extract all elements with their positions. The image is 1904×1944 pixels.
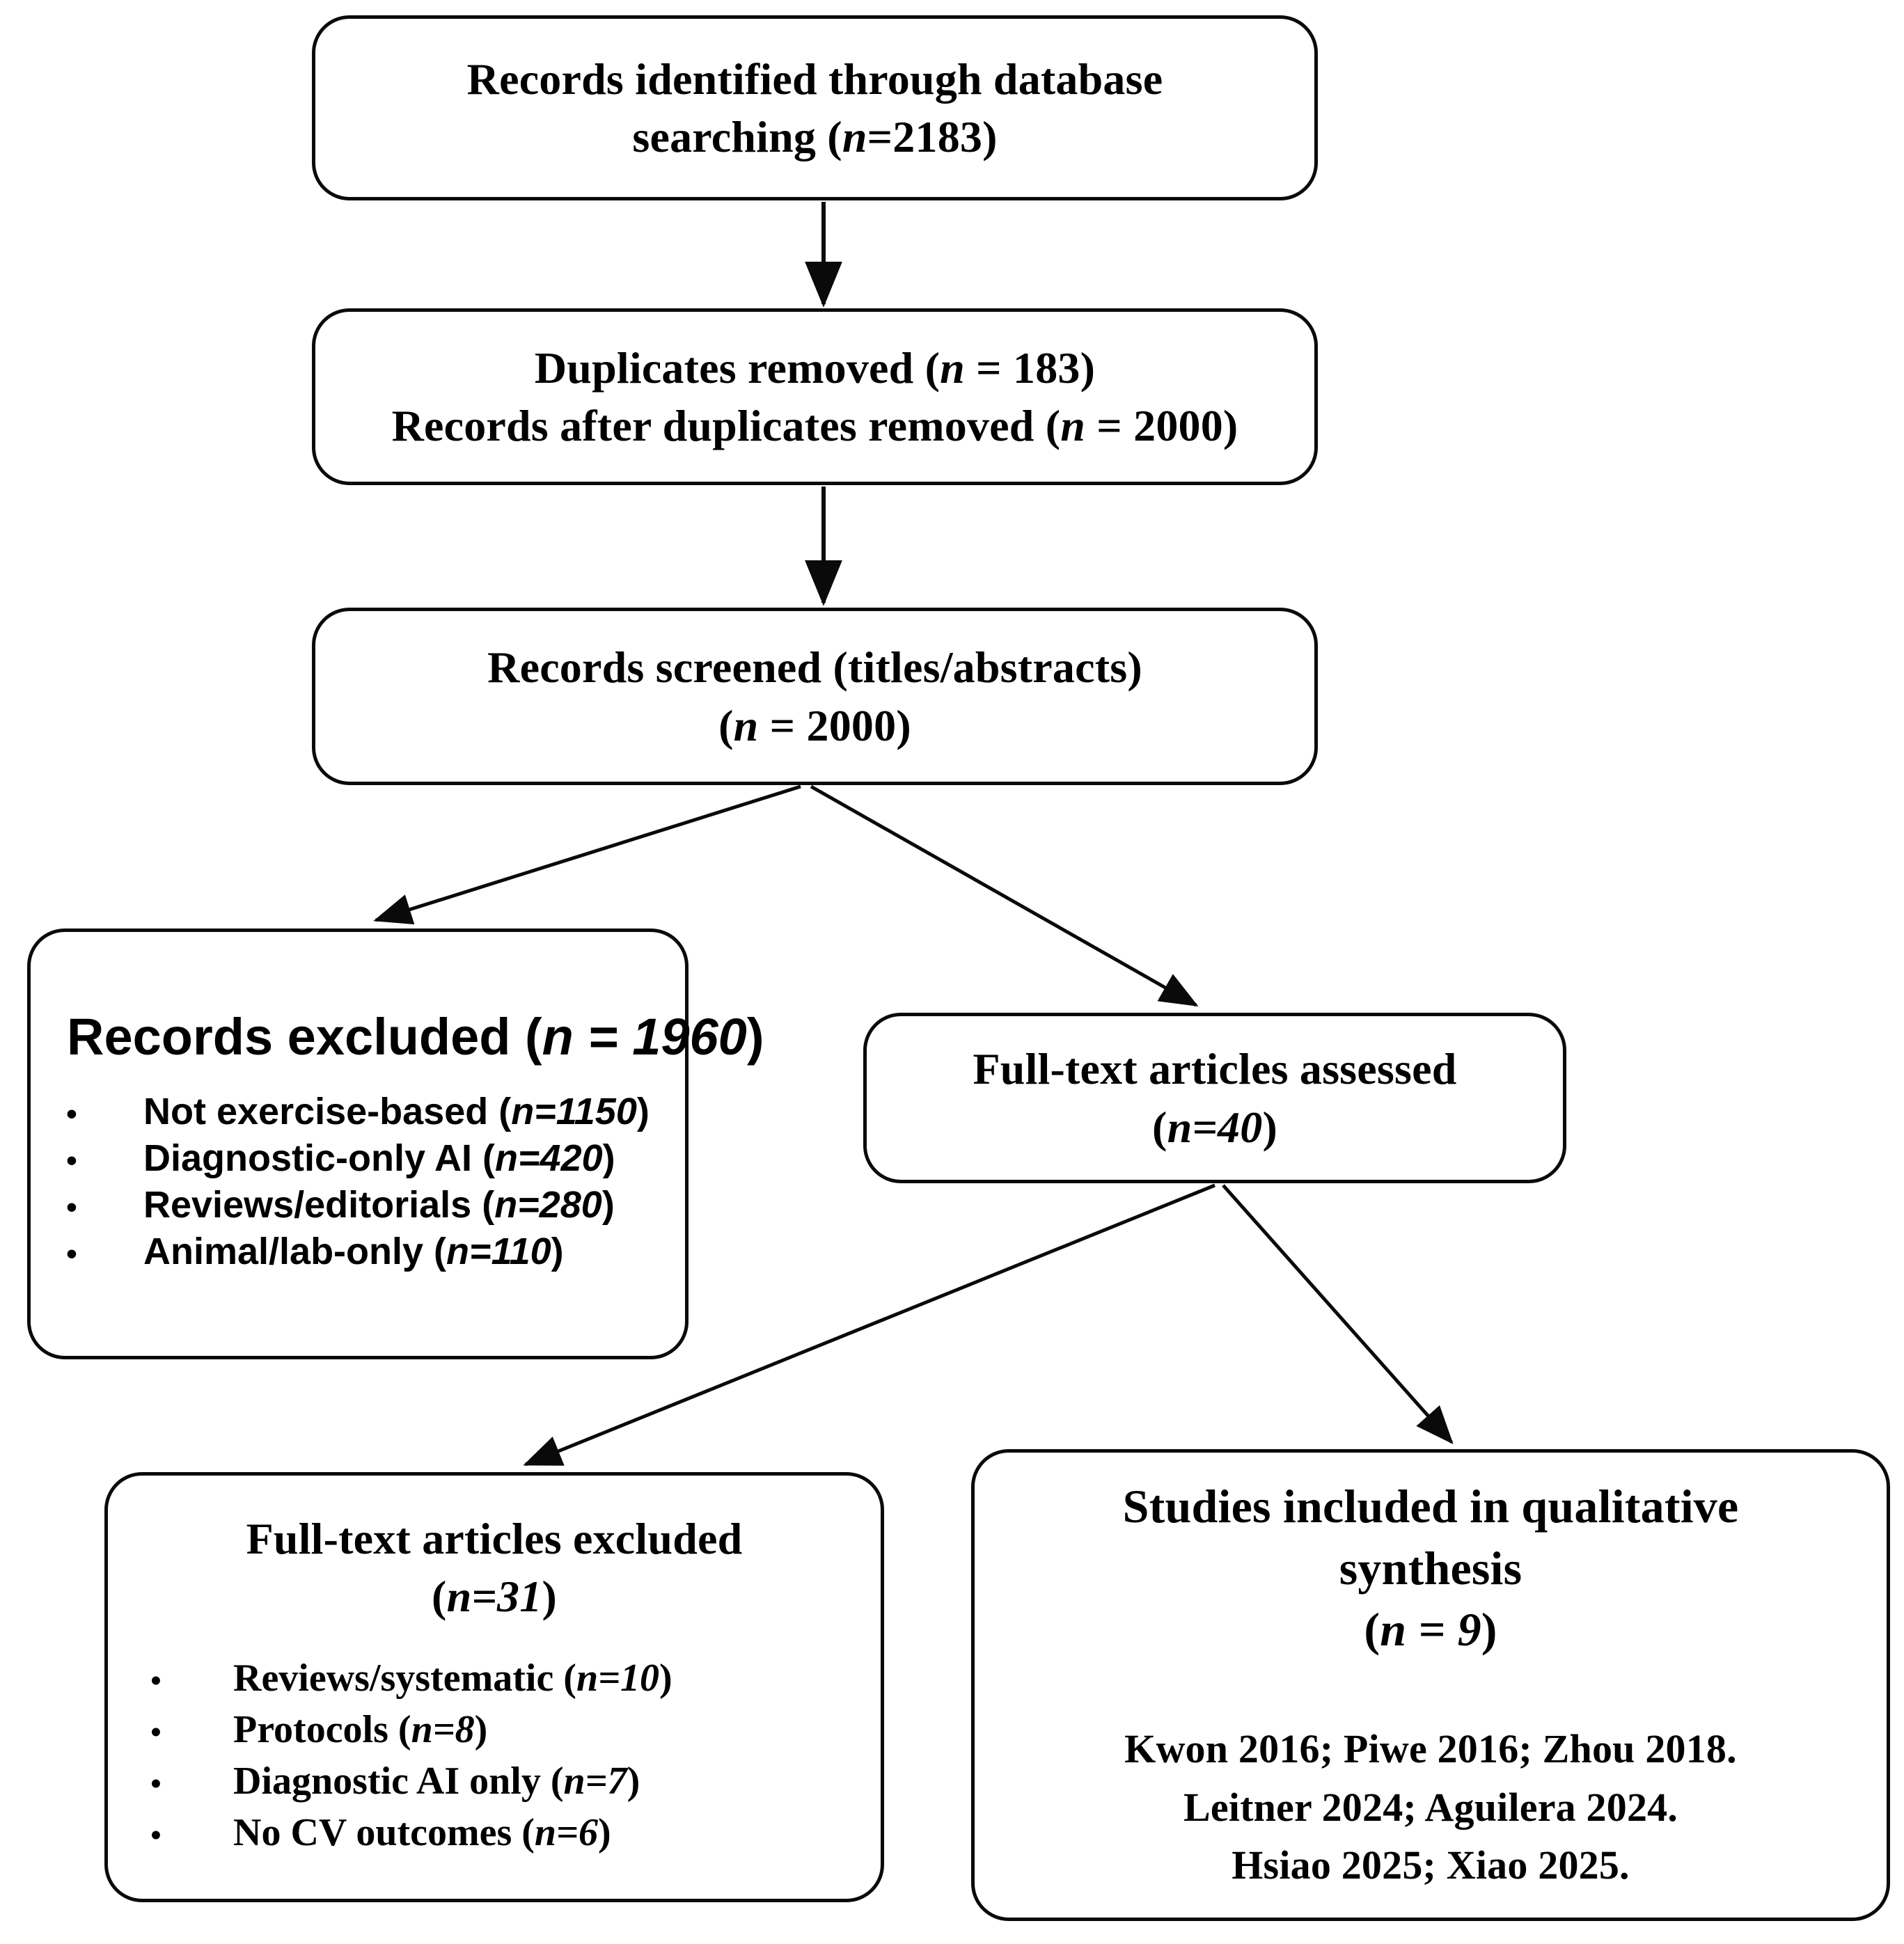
list-item: • No CV outcomes (n=6): [108, 1813, 881, 1852]
line-suffix: =2183): [867, 112, 998, 161]
node-line: (n=40): [867, 1098, 1563, 1156]
node-fulltext-articles-excluded: Full-text articles excluded (n=31) • Revi…: [104, 1472, 884, 1902]
list-item: • Protocols (n=8): [108, 1710, 881, 1749]
list-item-label: Protocols (: [233, 1708, 411, 1752]
list-item-suffix: ): [551, 1230, 564, 1272]
line-suffix: = 183): [964, 342, 1096, 393]
list-item-suffix: ): [601, 1183, 615, 1226]
node-line: searching (n=2183): [315, 108, 1314, 166]
line-prefix: Duplicates removed (: [534, 342, 941, 393]
list-item: • Reviews/editorials (n=280): [31, 1186, 685, 1224]
bullet-icon: •: [150, 1715, 162, 1750]
line-prefix: (: [1152, 1102, 1167, 1152]
list-item-label: Diagnostic-only AI (: [143, 1137, 496, 1179]
list-item-count: n=7: [563, 1760, 627, 1803]
node-line: (n = 9): [975, 1599, 1887, 1660]
node-records-screened: Records screened (titles/abstracts) (n =…: [312, 608, 1318, 785]
bullet-icon: •: [150, 1818, 162, 1853]
heading-suffix: ): [746, 1008, 764, 1066]
n-symbol: n: [940, 342, 965, 393]
reference-line: Hsiao 2025; Xiao 2025.: [1232, 1842, 1630, 1888]
reference-line: Kwon 2016; Piwe 2016; Zhou 2018.: [1124, 1726, 1737, 1772]
bullet-icon: •: [66, 1190, 77, 1224]
list-item: • Not exercise-based (n=1150): [31, 1093, 685, 1130]
list-item-suffix: ): [636, 1090, 650, 1132]
list-item-label: Not exercise-based (: [143, 1090, 512, 1132]
node-records-identified: Records identified through database sear…: [312, 15, 1318, 200]
n-symbol: n = 1960: [542, 1008, 747, 1066]
list-item-count: n=10: [576, 1657, 660, 1700]
records-excluded-list: • Not exercise-based (n=1150) • Diagnostic…: [31, 1084, 685, 1279]
bullet-icon: •: [66, 1096, 77, 1131]
node-line: Records identified through database: [466, 54, 1163, 104]
line-prefix: searching (: [632, 112, 842, 161]
edge-screened-to-fulltext: [810, 784, 1199, 1007]
line-prefix: (: [1364, 1602, 1380, 1656]
list-item-suffix: ): [602, 1137, 615, 1179]
n-symbol: n=40: [1167, 1102, 1263, 1152]
included-studies-reference-list: Kwon 2016; Piwe 2016; Zhou 2018. Leitner…: [975, 1720, 1887, 1895]
edge-fulltext-to-included: [1222, 1184, 1454, 1444]
line-prefix: (: [432, 1572, 447, 1621]
line-suffix: ): [1262, 1102, 1277, 1152]
list-item-count: n=420: [495, 1137, 603, 1179]
list-item-count: n=1150: [511, 1090, 637, 1132]
line-prefix: (: [718, 700, 734, 750]
list-item-suffix: ): [659, 1657, 672, 1700]
n-symbol: n: [733, 700, 759, 750]
n-symbol: n: [1060, 401, 1086, 450]
node-line: Full-text articles assessed: [973, 1044, 1457, 1094]
list-item: • Animal/lab-only (n=110): [31, 1233, 685, 1270]
edge-screened-to-excluded: [373, 784, 801, 925]
list-item: • Reviews/systematic (n=10): [108, 1659, 881, 1698]
line-suffix: ): [1481, 1602, 1497, 1656]
node-line: Records after duplicates removed (n = 20…: [315, 397, 1314, 455]
records-excluded-heading: Records excluded (n = 1960): [67, 1009, 764, 1065]
bullet-icon: •: [150, 1664, 162, 1698]
line-suffix: = 2000): [1085, 401, 1238, 450]
reference-line: Leitner 2024; Aguilera 2024.: [1183, 1784, 1678, 1830]
node-line: Records screened (titles/abstracts): [487, 642, 1142, 693]
node-studies-included-qualitative-synthesis: Studies included in qualitative synthesi…: [971, 1449, 1890, 1921]
line-suffix: = 2000): [758, 700, 911, 750]
list-item: • Diagnostic-only AI (n=420): [31, 1139, 685, 1177]
bullet-icon: •: [66, 1143, 77, 1178]
list-item-suffix: ): [627, 1760, 640, 1803]
fulltext-excluded-list: •Reviews/systematic (n=10) •Protocols (n…: [108, 1646, 881, 1865]
node-fulltext-articles-assessed: Full-text articles assessed (n=40): [863, 1013, 1566, 1183]
n-symbol: n = 9: [1380, 1602, 1481, 1656]
node-line: Duplicates removed (n = 183): [315, 339, 1314, 397]
node-duplicates-removed: Duplicates removed (n = 183) Records aft…: [312, 308, 1318, 485]
bullet-icon: •: [150, 1767, 162, 1801]
line-suffix: ): [542, 1572, 557, 1621]
list-item-count: n=110: [446, 1230, 551, 1272]
node-records-excluded: Records excluded (n = 1960) • Not exercis…: [27, 928, 764, 1359]
list-item-count: n=6: [534, 1811, 598, 1855]
studies-included-heading: Studies included in qualitative synthesi…: [975, 1476, 1887, 1660]
list-item-count: n=280: [494, 1183, 602, 1226]
node-line: Full-text articles excluded: [246, 1513, 743, 1563]
list-item-label: Reviews/editorials (: [143, 1183, 495, 1226]
bullet-icon: •: [66, 1236, 77, 1271]
list-item-label: Reviews/systematic (: [233, 1657, 576, 1700]
heading-prefix: Records excluded (: [67, 1008, 542, 1066]
node-line: Studies included in qualitative: [1122, 1480, 1739, 1533]
list-item-label: Animal/lab-only (: [143, 1230, 447, 1272]
list-item-label: No CV outcomes (: [233, 1811, 535, 1855]
fulltext-excluded-heading: Full-text articles excluded (n=31): [246, 1510, 743, 1625]
node-line: synthesis: [1339, 1541, 1523, 1595]
list-item-suffix: ): [597, 1811, 611, 1855]
line-prefix: Records after duplicates removed (: [391, 401, 1061, 450]
list-item-suffix: ): [474, 1708, 488, 1752]
node-line: (n=31): [246, 1567, 743, 1625]
n-symbol: n: [842, 112, 867, 161]
list-item-label: Diagnostic AI only (: [233, 1760, 564, 1803]
list-item: • Diagnostic AI only (n=7): [108, 1762, 881, 1801]
n-symbol: n=31: [446, 1572, 542, 1621]
list-item-count: n=8: [411, 1708, 475, 1752]
node-line: (n = 2000): [315, 697, 1314, 754]
